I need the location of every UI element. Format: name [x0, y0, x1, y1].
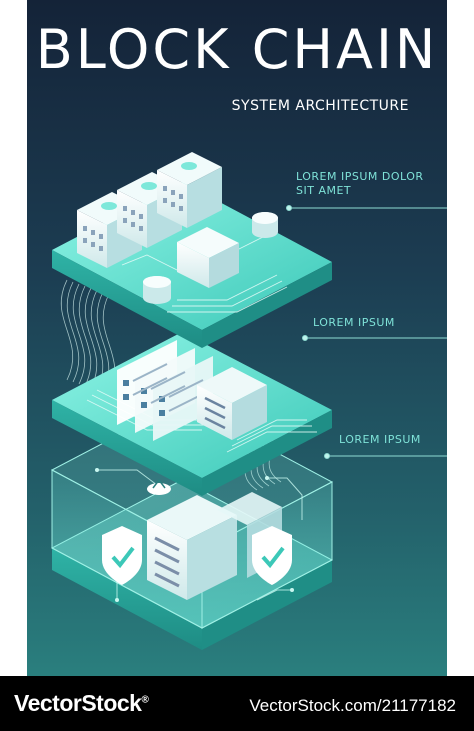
server-icon: [177, 227, 239, 288]
registered-mark: ®: [141, 694, 149, 706]
poster-subtitle: SYSTEM ARCHITECTURE: [231, 98, 409, 114]
server-icon: [157, 152, 222, 228]
callout-top-line1: LOREM IPSUM DOLOR: [296, 170, 424, 183]
server-icon: [147, 495, 237, 600]
callout-label-top: LOREM IPSUM DOLOR SIT AMET: [296, 170, 424, 198]
lock-icon: [147, 478, 171, 495]
middle-layer: [52, 332, 332, 496]
footer-bar: VectorStock® VectorStock.com/21177182: [0, 676, 474, 731]
footer-brand: VectorStock®: [14, 690, 149, 717]
callout-top-line2: SIT AMET: [296, 184, 352, 197]
shield-check-icon: [102, 526, 142, 585]
callout-lines: [286, 205, 447, 459]
poster: BLOCK CHAIN SYSTEM ARCHITECTURE LOREM IP…: [27, 0, 447, 676]
document-icon: [117, 340, 213, 441]
database-icon: [252, 212, 278, 238]
callout-label-middle: LOREM IPSUM: [313, 316, 395, 329]
shield-check-icon: [252, 526, 292, 585]
callout-label-bottom: LOREM IPSUM: [339, 433, 421, 446]
poster-title: BLOCK CHAIN: [35, 18, 439, 81]
top-layer: [52, 152, 332, 348]
blockchain-illustration: [50, 152, 447, 650]
database-icon: [143, 276, 171, 304]
server-icon: [197, 367, 267, 440]
footer-stock-id: VectorStock.com/21177182: [249, 696, 456, 715]
brand-name: VectorStock: [14, 690, 142, 716]
